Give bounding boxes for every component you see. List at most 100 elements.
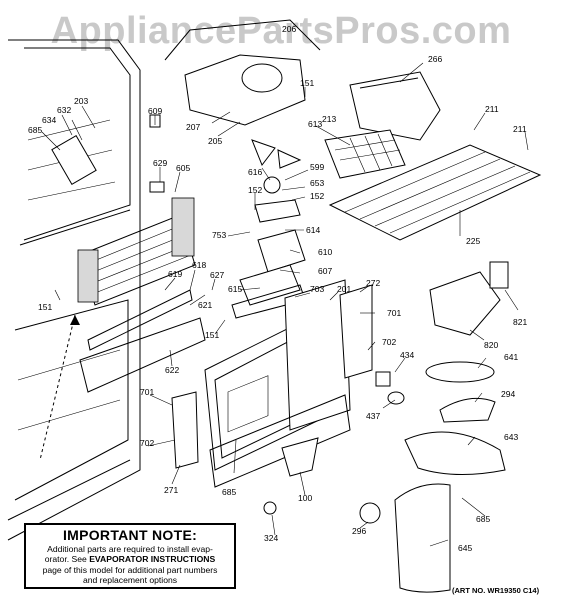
callout: 203	[74, 96, 88, 106]
evaporator	[77, 197, 196, 306]
light-bulb	[387, 391, 405, 405]
callout: 615	[228, 284, 242, 294]
guide-arrow-head	[70, 315, 80, 325]
callout: 207	[186, 122, 200, 132]
callout: 205	[208, 136, 222, 146]
callout: 607	[318, 266, 332, 276]
callout: 610	[318, 247, 332, 257]
callout: 271	[164, 485, 178, 495]
callout: 685	[28, 125, 42, 135]
evaporator-instructions-link: EVAPORATOR INSTRUCTIONS	[89, 554, 216, 565]
callout: 211	[485, 104, 499, 114]
callout: 619	[168, 269, 182, 279]
callout: 294	[501, 389, 515, 399]
callout: 821	[513, 317, 527, 327]
note-line-2-prefix: orator. See	[44, 554, 90, 565]
callout: 599	[310, 162, 324, 172]
callout: 632	[57, 105, 71, 115]
callout: 605	[176, 163, 190, 173]
coil-end-caps	[77, 249, 99, 303]
callout: 629	[153, 158, 167, 168]
callout: 643	[504, 432, 518, 442]
callout: 225	[466, 236, 480, 246]
callout: 702	[140, 438, 154, 448]
deflector	[281, 437, 319, 477]
callout-labels: 203 632 634 685 609 629 605 151 618 619 …	[28, 24, 527, 553]
callout: 266	[428, 54, 442, 64]
rear-panel	[284, 279, 351, 431]
callout: 324	[264, 533, 278, 543]
watermark: AppliancePartsPros.com	[50, 10, 512, 52]
drip-tray	[425, 361, 495, 383]
callout: 152	[310, 191, 324, 201]
callout: 701	[387, 308, 401, 318]
ice-bucket	[349, 71, 441, 141]
callout: 211	[513, 124, 527, 134]
callout: 627	[210, 270, 224, 280]
note-line-1: Additional parts are required to install…	[47, 544, 213, 554]
callout: 641	[504, 352, 518, 362]
callout: 621	[198, 300, 212, 310]
note-line-4: and replacement options	[82, 575, 178, 586]
important-note-box: IMPORTANT NOTE: Additional parts are req…	[24, 523, 236, 589]
note-line-2: orator. See EVAPORATOR INSTRUCTIONS	[26, 554, 234, 564]
screw-324	[263, 501, 277, 515]
fan-hub	[263, 176, 281, 194]
callout: 703	[310, 284, 324, 294]
callout: 151	[38, 302, 52, 312]
ice-tray	[324, 129, 406, 179]
callout: 613	[308, 119, 322, 129]
callout: 653	[310, 178, 324, 188]
callout: 609	[148, 106, 162, 116]
callout: 151	[300, 78, 314, 88]
coil-end-caps-right	[171, 197, 195, 257]
fresh-food-case	[7, 39, 141, 541]
callout: 701	[140, 387, 154, 397]
callout: 685	[476, 514, 490, 524]
callout: 614	[306, 225, 320, 235]
motor-grille	[239, 264, 301, 306]
drain-trough	[79, 317, 206, 393]
callout: 151	[205, 330, 219, 340]
callout: 213	[322, 114, 336, 124]
note-title: IMPORTANT NOTE:	[62, 527, 198, 543]
callout: 152	[248, 185, 262, 195]
part-629	[149, 181, 165, 193]
note-line-3: page of this model for additional part n…	[42, 564, 218, 575]
callout: 100	[298, 493, 312, 503]
callout: 437	[366, 411, 380, 421]
callout: 820	[484, 340, 498, 350]
dispenser-cover	[394, 483, 451, 593]
fan-bracket	[184, 54, 306, 126]
callout: 702	[382, 337, 396, 347]
callout: 616	[248, 167, 262, 177]
art-number: (ART NO. WR19350 C14)	[452, 586, 540, 595]
callout: 753	[212, 230, 226, 240]
fan-orifice	[241, 63, 283, 93]
defrost-heater	[87, 289, 193, 351]
icemaker-bracket	[489, 261, 509, 289]
wire-bracket	[164, 19, 321, 61]
air-damper	[51, 134, 97, 186]
callout: 206	[282, 24, 296, 34]
callout: 201	[337, 284, 351, 294]
ice-crusher-lever	[439, 397, 496, 423]
wire-shelf	[328, 144, 542, 241]
callout: 645	[458, 543, 472, 553]
callout: 685	[222, 487, 236, 497]
dispenser-chute	[404, 431, 506, 475]
callout: 296	[352, 526, 366, 536]
callout: 622	[165, 365, 179, 375]
air-duct	[339, 284, 373, 379]
duct-left-701	[171, 391, 199, 469]
callout: 434	[400, 350, 414, 360]
callout: 634	[42, 115, 56, 125]
fan-motor	[257, 229, 306, 273]
knob-296	[359, 502, 381, 524]
fan-blade	[251, 139, 302, 169]
callout: 272	[366, 278, 380, 288]
icemaker	[429, 271, 501, 336]
guide-arrow	[39, 314, 76, 461]
